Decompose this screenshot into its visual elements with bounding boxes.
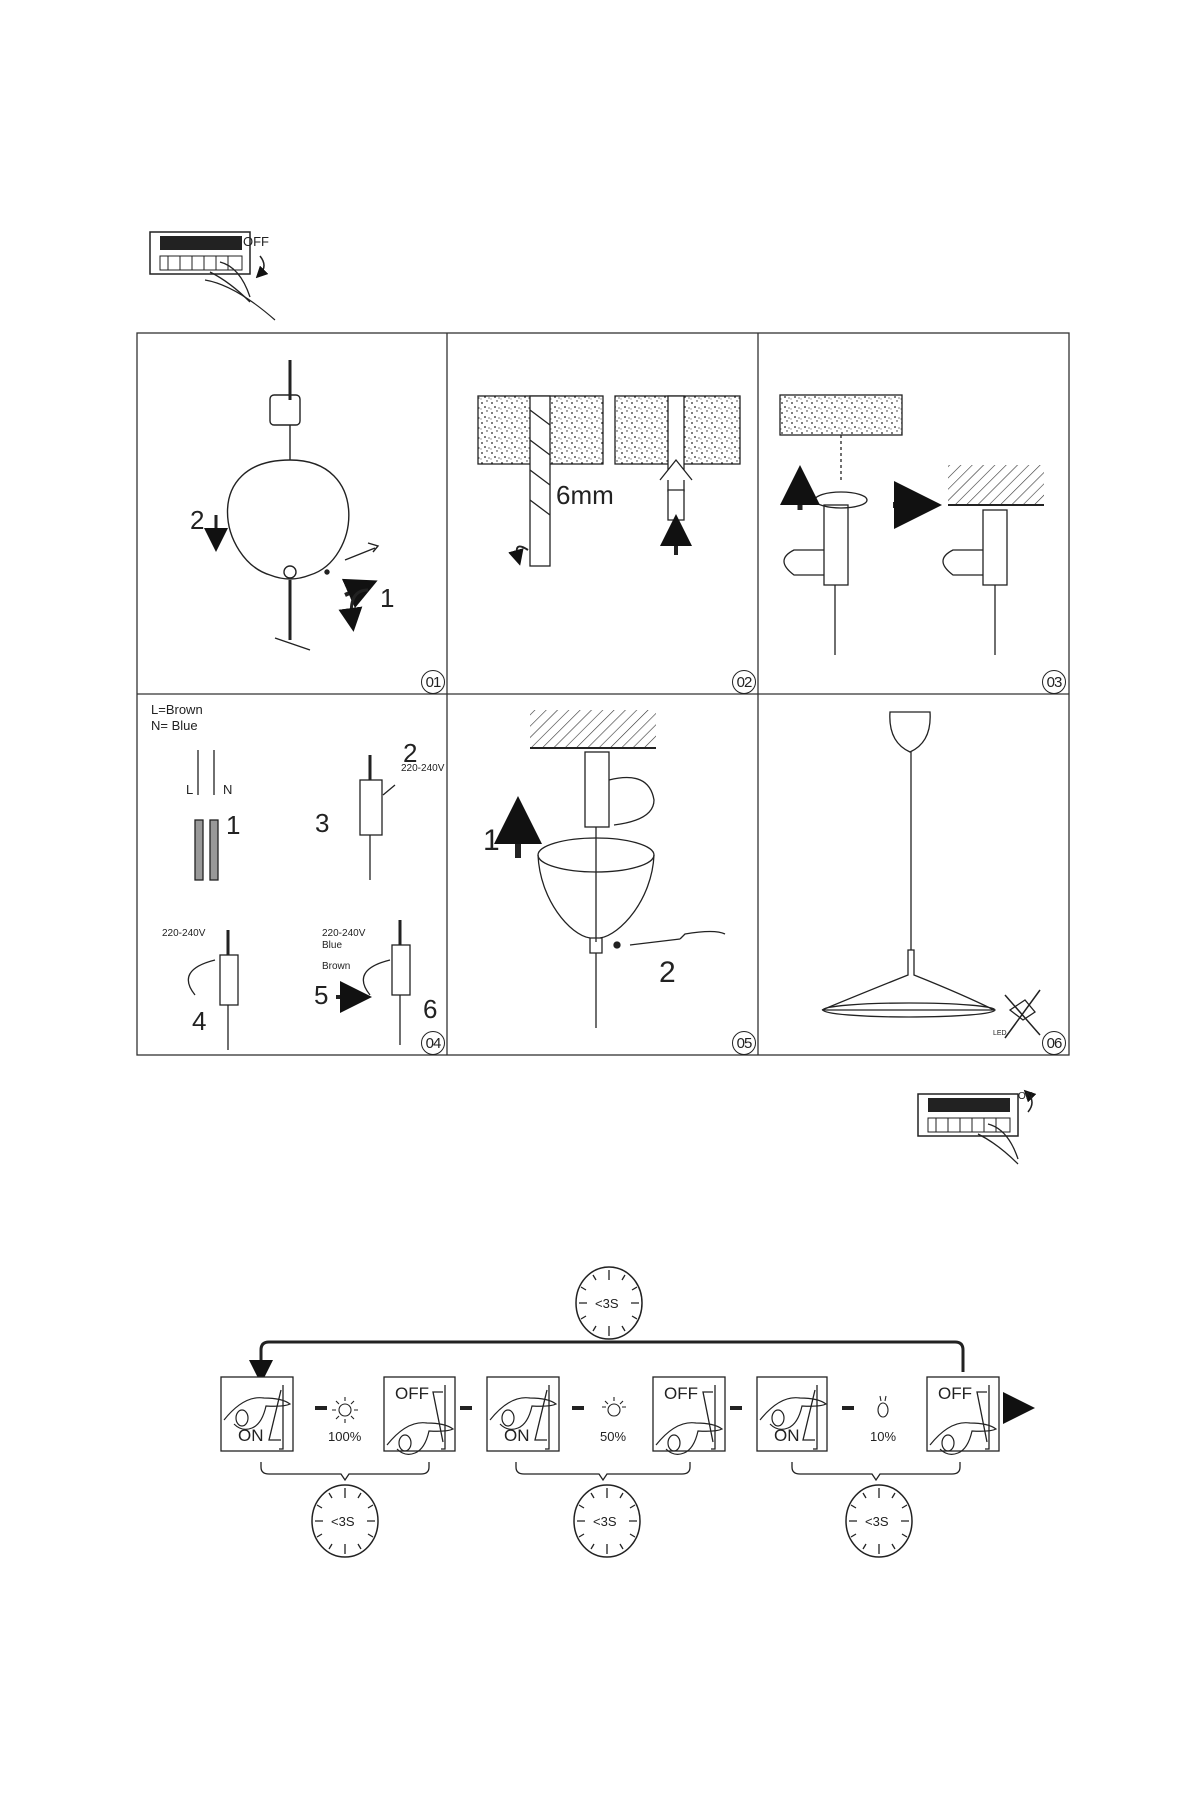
dimming-flow-art [220, 1266, 1019, 1558]
brightness-10: 10% [870, 1429, 897, 1444]
off-switch-label: OFF [664, 1384, 698, 1403]
panel-06-number: 06 [1042, 1031, 1066, 1055]
panel-04-step-5: 5 [314, 980, 329, 1010]
breaker-on-icon [917, 1093, 1019, 1165]
led-label: LED [993, 1030, 1007, 1037]
brightness-100: 100% [328, 1429, 362, 1444]
panel-01-number: 01 [421, 670, 445, 694]
legend-l: L=Brown [151, 702, 203, 717]
panel-04-step-4: 4 [192, 1006, 207, 1036]
drill-size-label: 6mm [556, 480, 614, 510]
on-switch-label: ON [504, 1426, 530, 1445]
panel-03-number: 03 [1042, 670, 1066, 694]
off-switch-label: OFF [938, 1384, 972, 1403]
top-timer-label: <3S [595, 1296, 619, 1311]
panel-02-art [477, 395, 741, 567]
off-label: OFF [243, 234, 269, 249]
panel-05-number: 05 [732, 1031, 756, 1055]
panel-04-step-2: 2 [403, 738, 418, 768]
timer-label: <3S [593, 1514, 617, 1529]
panel-05-art [494, 710, 726, 1028]
panel-04-number: 04 [421, 1031, 445, 1055]
panel-04-step-1: 1 [226, 810, 241, 840]
panel-02-number: 02 [732, 670, 756, 694]
panel-06-art [821, 711, 1041, 1039]
wire-l-label: L [186, 782, 194, 797]
panel-04-art [187, 750, 411, 1050]
panel-01-art [204, 360, 380, 651]
panel-04-step-3: 3 [315, 808, 330, 838]
timer-label: <3S [865, 1514, 889, 1529]
voltage-label-a: 220-240V [401, 763, 445, 774]
brown-wire-label: Brown [322, 961, 351, 972]
wire-n-label: N [223, 782, 233, 797]
on-label: ON [1018, 1091, 1033, 1102]
panel-01-step-2: 2 [190, 505, 205, 535]
timer-label: <3S [331, 1514, 355, 1529]
on-switch-label: ON [238, 1426, 264, 1445]
sun-10-icon [877, 1395, 889, 1418]
panel-04-step-6: 6 [423, 994, 438, 1024]
panel-05-step-1: 1 [483, 824, 500, 857]
voltage-label-c: 220-240V [322, 928, 366, 939]
off-switch-label: OFF [395, 1384, 429, 1403]
blue-wire-label: Blue [322, 940, 343, 951]
sun-100-icon [332, 1397, 358, 1423]
panel-05-step-2: 2 [659, 956, 676, 989]
on-switch-label: ON [774, 1426, 800, 1445]
brightness-50: 50% [600, 1429, 627, 1444]
panel-03-art [779, 394, 1044, 655]
voltage-label-b: 220-240V [162, 928, 206, 939]
sun-50-icon [602, 1397, 626, 1417]
legend-n: N= Blue [151, 718, 198, 733]
panel-01-step-1: 1 [380, 583, 395, 613]
